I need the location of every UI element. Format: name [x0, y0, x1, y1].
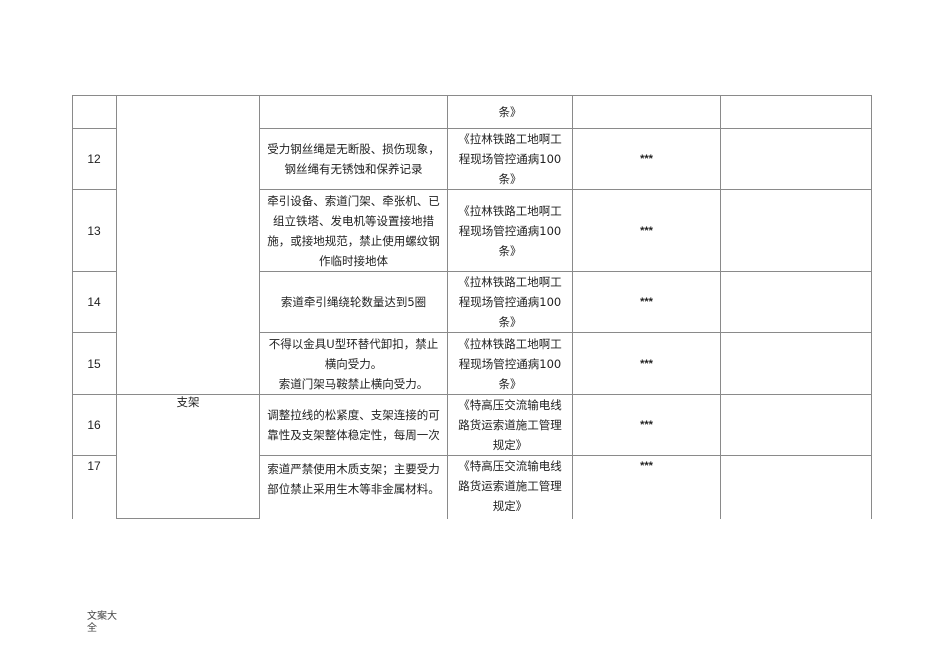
requirement-cell: 调整拉线的松紧度、支架连接的可 靠性及支架整体稳定性，每周一次 — [267, 408, 440, 442]
row-divider — [259, 189, 872, 190]
mark-cell: *** — [640, 419, 653, 431]
row-divider — [259, 271, 872, 272]
group-bottom-border — [116, 518, 259, 519]
row-number: 17 — [87, 459, 101, 473]
col-divider — [871, 95, 872, 519]
requirement-cell: 索道严禁使用木质支架；主要受力 部位禁止采用生木等非金属材料。 — [267, 462, 440, 496]
row-number: 13 — [87, 223, 101, 238]
mark-cell: *** — [640, 357, 653, 370]
row-divider — [72, 128, 116, 129]
col-divider — [72, 95, 73, 519]
mark-cell: *** — [640, 153, 653, 165]
row-divider — [72, 271, 116, 272]
requirement-cell: 受力钢丝绳是无断股、损伤现象， 钢丝绳有无锈蚀和保养记录 — [267, 142, 440, 176]
requirement-cell: 索道牵引绳绕轮数量达到5圈 — [280, 295, 427, 309]
col-divider — [259, 95, 260, 519]
page-footer: 文案大全 — [87, 611, 117, 634]
mark-cell: *** — [640, 296, 653, 308]
basis-cell: 《特高压交流输电线 路货运索道施工管理 规定》 — [458, 398, 562, 452]
col-divider — [116, 95, 117, 519]
row-divider — [72, 189, 116, 190]
col-divider — [572, 95, 573, 519]
basis-cell: 《拉林铁路工地啊工 程现场管控通病100 条》 — [458, 275, 562, 329]
requirement-cell: 牵引设备、索道门架、牵张机、已 组立铁塔、发电机等设置接地措 施，或接地规范，禁… — [267, 193, 440, 268]
basis-cell-continued: 条》 — [498, 104, 522, 119]
row-number: 15 — [87, 356, 101, 371]
row-number: 12 — [87, 152, 101, 166]
row-divider — [72, 394, 872, 395]
row-divider — [259, 128, 872, 129]
basis-cell: 《特高压交流输电线 路货运索道施工管理 规定》 — [458, 459, 562, 513]
table-top-border — [72, 95, 872, 96]
row-number: 16 — [87, 418, 101, 432]
basis-cell: 《拉林铁路工地啊工 程现场管控通病100 条》 — [458, 132, 562, 186]
mark-cell: *** — [640, 224, 653, 237]
row-divider — [259, 455, 872, 456]
mark-cell: *** — [640, 460, 653, 472]
row-divider — [72, 455, 116, 456]
requirement-cell: 不得以金具U型环替代卸扣，禁止 横向受力。 索道门架马鞍禁止横向受力。 — [268, 336, 439, 391]
row-number: 14 — [87, 295, 101, 309]
col-divider — [447, 95, 448, 519]
basis-cell: 《拉林铁路工地啊工 程现场管控通病100 条》 — [458, 336, 562, 391]
col-divider — [720, 95, 721, 519]
group-label: 支架 — [176, 395, 200, 409]
row-divider — [259, 332, 872, 333]
inspection-table: 条》 支架 12 受力钢丝绳是无断股、损伤现象， 钢丝绳有无锈蚀和保养记录 《拉… — [72, 95, 872, 519]
row-divider — [72, 332, 116, 333]
basis-cell: 《拉林铁路工地啊工 程现场管控通病100 条》 — [458, 203, 562, 258]
